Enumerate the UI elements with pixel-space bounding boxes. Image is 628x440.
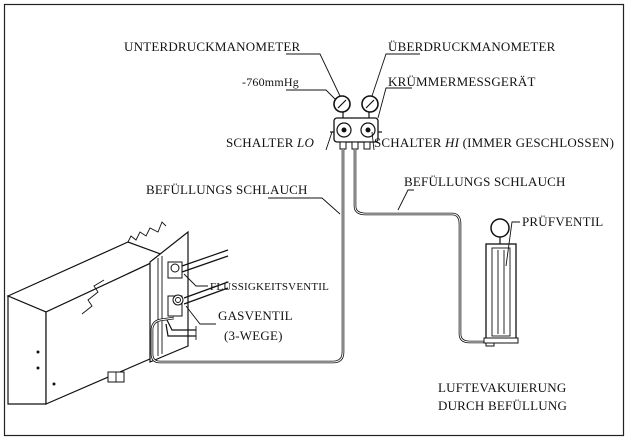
- label-pruefventil: PRÜFVENTIL: [522, 214, 603, 229]
- label-luftevakuierung: LUFTEVAKUIERUNG: [438, 380, 566, 395]
- schalter-hi-note: (IMMER GESCHLOSSEN): [463, 135, 615, 150]
- label-befuellungs-schlauch-right: BEFÜLLUNGS SCHLAUCH: [404, 174, 566, 189]
- label-schalter-hi: SCHALTER HI (IMMER GESCHLOSSEN): [374, 135, 614, 150]
- check-valve-gauge: [490, 218, 510, 238]
- valve-panel: [149, 230, 229, 363]
- label-3-wege: (3-WEGE): [224, 328, 283, 343]
- schalter-hi-text: SCHALTER: [374, 135, 442, 150]
- schalter-lo-text: SCHALTER: [226, 135, 294, 150]
- diagram-frame: [3, 3, 625, 437]
- label-gasventil: GASVENTIL: [218, 308, 293, 323]
- schalter-lo-code: LO: [296, 135, 314, 150]
- label-durch-befuellung: DURCH BEFÜLLUNG: [438, 398, 567, 413]
- label-schalter-lo: SCHALTER LO: [226, 135, 314, 150]
- leader-lines: [183, 53, 520, 325]
- check-valve-cylinder: [483, 218, 519, 344]
- manifold-gauge: [330, 95, 382, 150]
- label-760mmhg: -760mmHg: [242, 75, 299, 89]
- label-befuellungs-schlauch-left: BEFÜLLUNGS SCHLAUCH: [146, 182, 308, 197]
- label-fluessigkeitsventil: FLÜSSIGKEITSVENTIL: [210, 281, 329, 293]
- schalter-hi-code: HI: [444, 135, 460, 150]
- label-unterdruckmanometer: UNTERDRUCKMANOMETER: [124, 39, 301, 54]
- label-kruemmermessgeraet: KRÜMMERMESSGERÄT: [388, 74, 536, 89]
- label-ueberdruckmanometer: ÜBERDRUCKMANOMETER: [388, 39, 556, 54]
- outdoor-unit: [6, 221, 168, 405]
